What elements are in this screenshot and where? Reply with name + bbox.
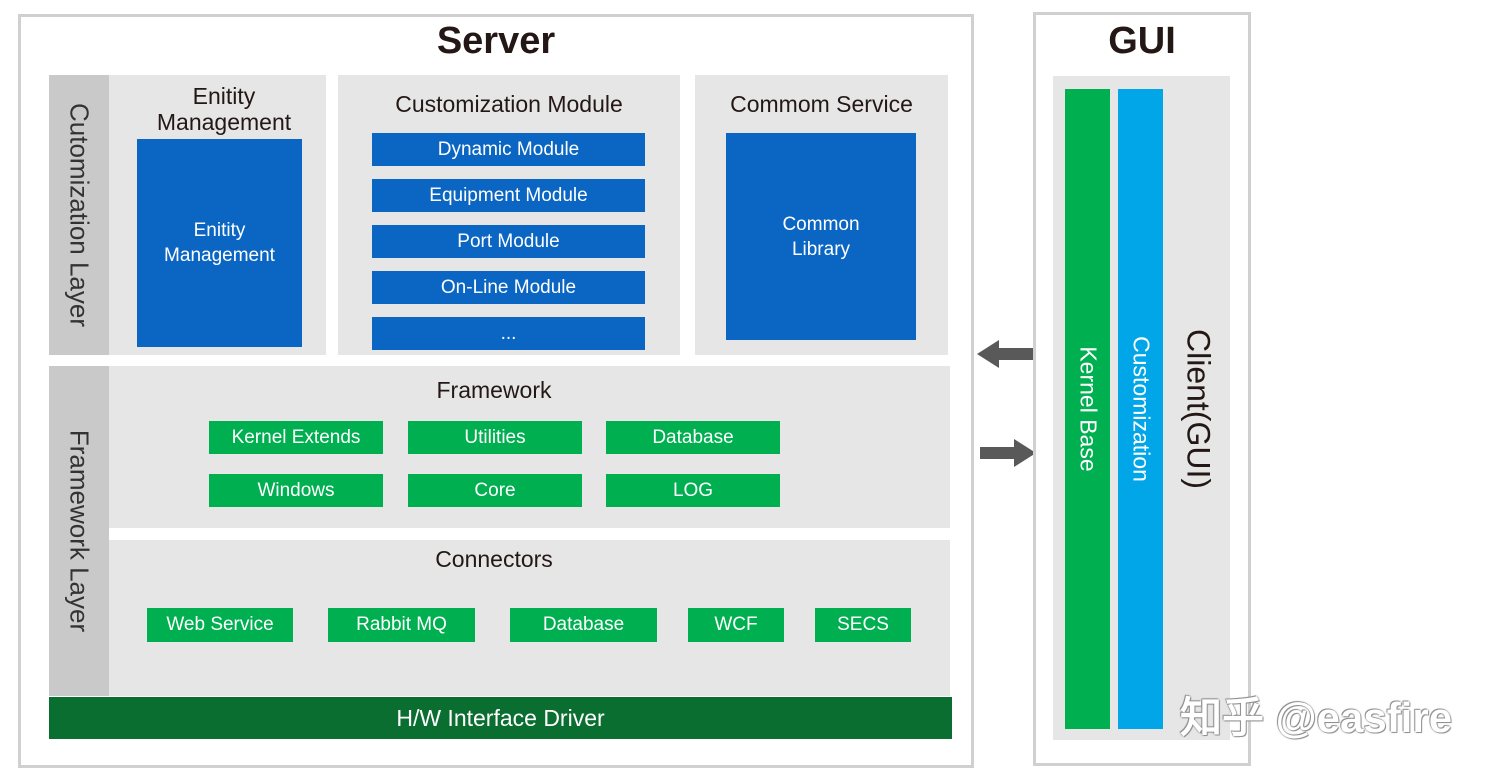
customization-text: Customization: [1128, 336, 1154, 482]
connector-rabbit-mq: Rabbit MQ: [328, 608, 475, 642]
customization-module-panel: [338, 75, 680, 355]
framework-layer-text: Framework Layer: [64, 429, 95, 633]
module-port: Port Module: [372, 225, 645, 258]
customization-module-title: Customization Module: [395, 91, 623, 117]
framework-database: Database: [606, 421, 780, 454]
gui-title: GUI: [1108, 20, 1176, 62]
customization-layer-text: Cutomization Layer: [64, 103, 95, 327]
framework-core: Core: [408, 474, 582, 507]
client-gui-label: Client(GUI): [1168, 89, 1228, 729]
hw-interface-driver: H/W Interface Driver: [49, 697, 952, 739]
entity-management-box: Enitity Management: [137, 139, 302, 347]
connector-database: Database: [510, 608, 657, 642]
framework-windows: Windows: [209, 474, 383, 507]
framework-log: LOG: [606, 474, 780, 507]
customization-bar: Customization: [1118, 89, 1163, 729]
arrow-right-icon: [978, 436, 1038, 470]
module-online: On-Line Module: [372, 271, 645, 304]
entity-management-title: Enitity Management: [156, 83, 292, 135]
connector-wcf: WCF: [688, 608, 784, 642]
server-title: Server: [436, 20, 556, 62]
framework-title: Framework: [436, 377, 552, 403]
common-service-title: Commom Service: [730, 91, 913, 117]
module-more: ...: [372, 317, 645, 350]
client-gui-text: Client(GUI): [1180, 328, 1217, 490]
common-library-box: Common Library: [726, 133, 916, 340]
watermark-text: 知乎 @easfire: [1180, 694, 1453, 741]
connectors-title: Connectors: [435, 546, 553, 572]
framework-utilities: Utilities: [408, 421, 582, 454]
framework-kernel-extends: Kernel Extends: [209, 421, 383, 454]
entity-management-box-text: Enitity Management: [164, 220, 275, 266]
framework-layer-label: Framework Layer: [49, 366, 109, 696]
connector-secs: SECS: [815, 608, 911, 642]
arrow-left-icon: [975, 337, 1035, 371]
kernel-base-bar: Kernel Base: [1065, 89, 1110, 729]
kernel-base-text: Kernel Base: [1075, 346, 1101, 472]
module-equipment: Equipment Module: [372, 179, 645, 212]
connector-web-service: Web Service: [147, 608, 293, 642]
common-library-text: Common Library: [782, 213, 860, 260]
module-dynamic: Dynamic Module: [372, 133, 645, 166]
customization-layer-label: Cutomization Layer: [49, 75, 109, 355]
